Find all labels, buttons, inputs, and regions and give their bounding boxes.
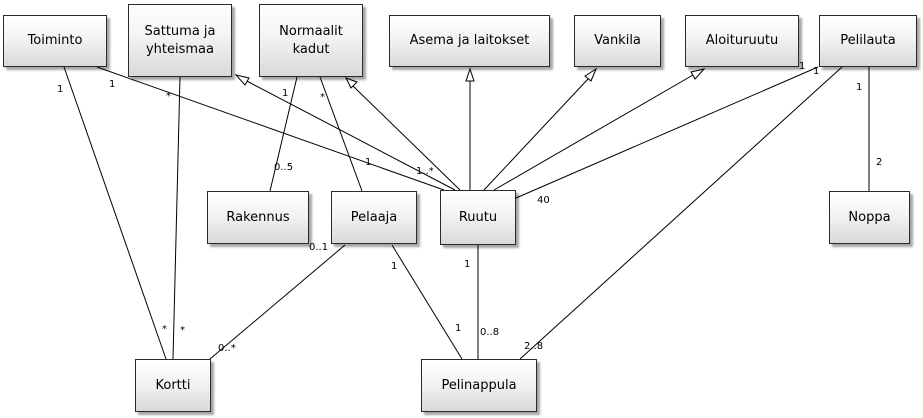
class-name: Kortti — [155, 377, 191, 393]
mult-pelilauta-pelinappula-near-pelinappula: 2..8 — [524, 341, 544, 352]
class-name: Normaalit kadut — [279, 23, 343, 57]
gen-arrowhead-asema — [465, 67, 475, 82]
mult-sattuma-kortti-near-kortti: * — [180, 325, 185, 336]
mult-normaalit-rakennus-near-normaalit: 1 — [282, 88, 289, 99]
assoc-normaalit-pelaaja — [319, 76, 363, 192]
class-normaalit-kadut[interactable]: Normaalit kadut — [259, 4, 363, 77]
gen-ruutu-vankila — [483, 78, 589, 191]
mult-pelaaja-pelinappula-near-pelaaja: 1 — [391, 261, 398, 272]
mult-toiminto-kortti-near-toiminto: 1 — [57, 84, 64, 95]
class-asema-ja-laitokset[interactable]: Asema ja laitokset — [389, 15, 550, 67]
mult-pelilauta-pelinappula-near-pelilauta: 1 — [813, 66, 820, 77]
assoc-pelilauta-ruutu — [515, 66, 819, 199]
gen-arrowhead-vankila — [584, 67, 598, 82]
mult-ruutu-pelinappula-near-pelinappula: 0..8 — [480, 327, 500, 338]
class-sattuma-ja-yhteismaa[interactable]: Sattuma ja yhteismaa — [128, 4, 232, 77]
class-ruutu[interactable]: Ruutu — [440, 190, 516, 245]
mult-ruutu-sattuma-near-ruutu: 1..* — [416, 166, 434, 177]
class-name: Pelinappula — [441, 377, 517, 393]
assoc-toiminto-ruutu — [96, 66, 445, 191]
mult-normaalit-pelaaja-near-normaalit: * — [320, 92, 325, 103]
mult-pelaaja-pelinappula-near-pelinappula: 1 — [455, 323, 462, 334]
class-pelaaja[interactable]: Pelaaja — [331, 191, 417, 244]
mult-pelilauta-noppa-near-noppa: 2 — [876, 157, 883, 168]
class-aloituruutu[interactable]: Aloituruutu — [685, 15, 799, 67]
mult-pelilauta-noppa-near-pelilauta: 1 — [856, 82, 863, 93]
mult-ruutu-pelinappula-near-ruutu: 1 — [464, 259, 471, 270]
class-name: Ruutu — [458, 209, 498, 225]
gen-arrowhead-sattuma — [234, 74, 250, 86]
class-pelilauta[interactable]: Pelilauta — [819, 15, 917, 67]
class-kortti[interactable]: Kortti — [135, 359, 211, 412]
class-name: Asema ja laitokset — [409, 33, 530, 48]
gen-ruutu-normaalit — [352, 85, 461, 191]
class-name: Vankila — [594, 33, 641, 48]
class-toiminto[interactable]: Toiminto — [3, 15, 107, 67]
class-pelinappula[interactable]: Pelinappula — [421, 359, 537, 412]
class-noppa[interactable]: Noppa — [829, 191, 910, 244]
gen-arrowhead-aloitus — [690, 68, 706, 80]
mult-pelilauta-ruutu-near-pelilauta: 1 — [799, 61, 806, 72]
mult-pelaaja-kortti-near-kortti: 0..* — [218, 343, 236, 354]
assoc-pelaaja-kortti — [209, 244, 346, 360]
mult-pelaaja-kortti-near-pelaaja: 0..1 — [309, 242, 329, 253]
class-name: Pelilauta — [840, 33, 896, 48]
gen-arrowhead-normaalit — [344, 77, 358, 89]
class-name: Aloituruutu — [705, 33, 779, 48]
mult-sattuma-kortti-near-sattuma: * — [166, 91, 171, 102]
mult-toiminto-ruutu-near-toiminto: 1 — [109, 79, 116, 90]
mult-normaalit-rakennus-near-rakennus: 0..5 — [274, 162, 294, 173]
gen-ruutu-aloitus — [493, 74, 694, 191]
mult-pelilauta-ruutu-near-ruutu: 40 — [537, 195, 550, 206]
assoc-normaalit-rakennus — [269, 76, 298, 192]
class-vankila[interactable]: Vankila — [574, 15, 661, 67]
class-name: Noppa — [848, 209, 891, 225]
class-name: Rakennus — [226, 209, 290, 225]
class-name: Sattuma ja yhteismaa — [144, 23, 216, 57]
assoc-sattuma-kortti — [172, 76, 181, 360]
class-name: Toiminto — [27, 33, 83, 48]
class-name: Pelaaja — [350, 209, 398, 225]
class-rakennus[interactable]: Rakennus — [207, 191, 309, 244]
assoc-toiminto-kortti — [63, 66, 167, 360]
mult-toiminto-kortti-near-kortti: * — [162, 324, 167, 335]
mult-toiminto-ruutu-near-ruutu: 1 — [365, 157, 372, 168]
assoc-pelaaja-pelinappula — [391, 244, 463, 360]
gen-ruutu-sattuma — [242, 78, 456, 191]
assoc-pelilauta-pelinappula — [519, 66, 843, 360]
